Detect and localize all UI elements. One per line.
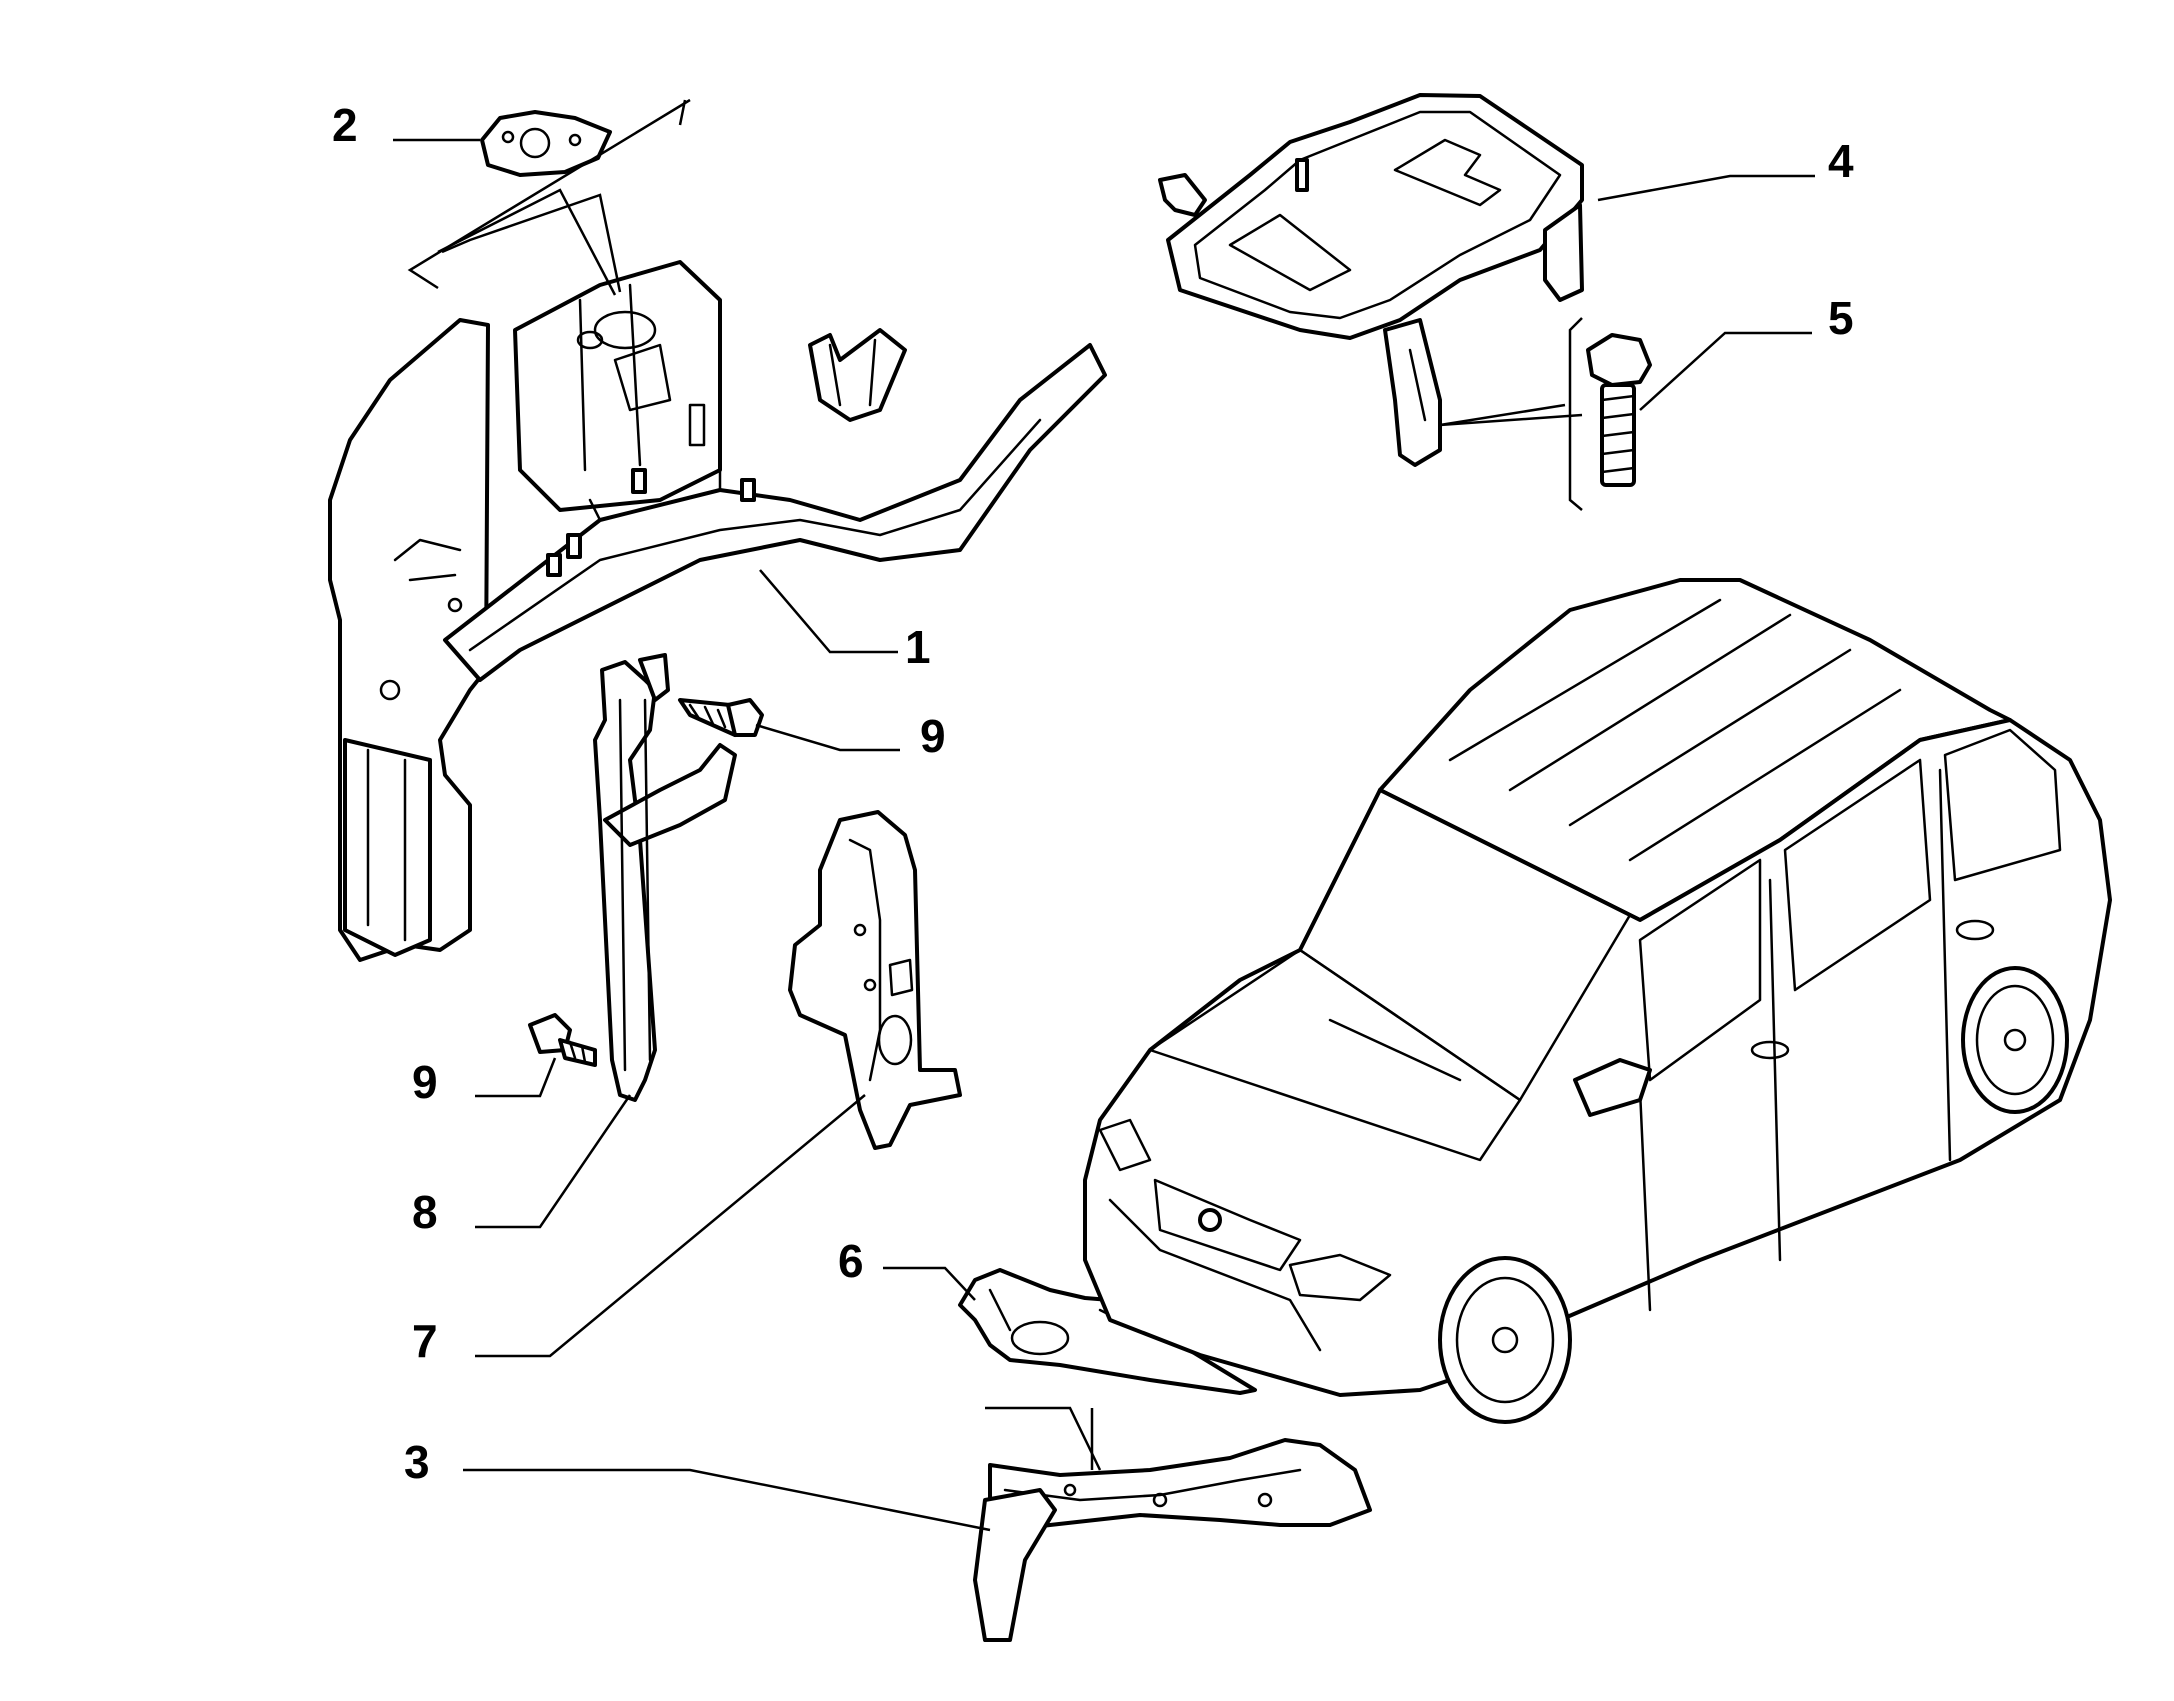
reference-vehicle-illustration bbox=[1083, 578, 2112, 1424]
callout-5: 5 bbox=[1828, 292, 1854, 344]
part-3-cross-member bbox=[973, 1438, 1372, 1642]
stud-icon bbox=[546, 468, 756, 577]
part-8-strut-bracket bbox=[593, 653, 737, 1102]
leader-lines bbox=[393, 98, 1815, 1532]
callout-3: 3 bbox=[404, 1436, 430, 1488]
callout-1: 1 bbox=[905, 621, 931, 673]
part-9-lower-bolt bbox=[528, 1013, 597, 1067]
part-9-upper-bolt bbox=[678, 698, 764, 737]
callout-4: 4 bbox=[1828, 135, 1854, 187]
callout-7: 7 bbox=[412, 1315, 438, 1367]
part-4-battery-tray bbox=[1158, 93, 1584, 467]
callout-2: 2 bbox=[332, 99, 358, 151]
part-7-side-panel bbox=[788, 810, 962, 1150]
callout-9-lower: 9 bbox=[412, 1056, 438, 1108]
part-2-reinforcement-plate bbox=[480, 110, 612, 177]
part-5-bolt bbox=[1586, 333, 1652, 487]
part-1-front-member-assembly bbox=[328, 260, 1107, 962]
callout-8: 8 bbox=[412, 1186, 438, 1238]
callout-6: 6 bbox=[838, 1235, 864, 1287]
callout-labels: 1 2 3 4 5 6 7 8 9 9 bbox=[332, 99, 1854, 1488]
callout-9-upper: 9 bbox=[920, 710, 946, 762]
